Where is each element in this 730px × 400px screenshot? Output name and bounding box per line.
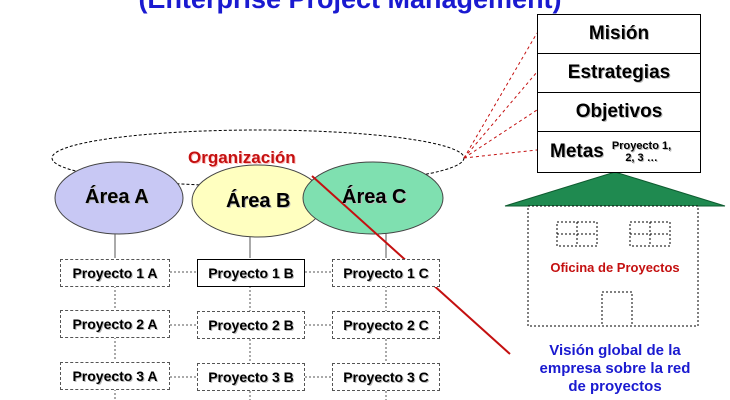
project-1a-label: Proyecto 1 A [72, 265, 158, 281]
area-b-label: Área B [226, 190, 291, 212]
area-c-label: Área C [342, 186, 407, 208]
diagram-title: (Enterprise Project Management) [110, 0, 590, 14]
project-1c-label: Proyecto 1 C [343, 265, 429, 281]
project-1a-box: Proyecto 1 A [60, 259, 170, 287]
project-2c-label: Proyecto 2 C [343, 317, 429, 333]
project-1b-label: Proyecto 1 B [208, 265, 294, 281]
metas-label: Metas [550, 141, 604, 162]
project-2b-label: Proyecto 2 B [208, 317, 294, 333]
vision-caption-line1: Visión global de la [549, 342, 681, 359]
project-3c-label: Proyecto 3 C [343, 369, 429, 385]
project-3a-label: Proyecto 3 A [72, 368, 158, 384]
project-1b-box: Proyecto 1 B [197, 259, 305, 287]
area-a-label: Área A [85, 186, 149, 208]
mision-label: Misión [588, 23, 650, 44]
organization-label: Organización [188, 148, 296, 167]
project-3a-box: Proyecto 3 A [60, 362, 170, 390]
metas-projects-line2: 2, 3 … [625, 152, 658, 164]
strategy-stack: Misión Estrategias Objetivos Metas Proye… [537, 14, 701, 173]
vision-caption-line3: de proyectos [568, 378, 662, 395]
metas-projects: Proyecto 1, 2, 3 … [612, 140, 671, 164]
project-1c-box: Proyecto 1 C [332, 259, 440, 287]
project-office-label: Oficina de Proyectos [550, 260, 680, 275]
area-a-ellipse [54, 161, 184, 235]
estrategias-label: Estrategias [567, 62, 671, 83]
mision-box: Misión [538, 15, 700, 54]
vision-caption-line2: empresa sobre la red [539, 360, 691, 377]
org-to-stack-rays [463, 32, 538, 159]
project-office-house [504, 171, 726, 327]
estrategias-box: Estrategias [538, 54, 700, 93]
column-connectors [114, 234, 387, 400]
objetivos-label: Objetivos [575, 101, 663, 122]
metas-projects-line1: Proyecto 1, [611, 140, 672, 152]
project-3b-label: Proyecto 3 B [208, 369, 294, 385]
vision-caption: Visión global de la empresa sobre la red… [510, 342, 720, 396]
project-2c-box: Proyecto 2 C [332, 311, 440, 339]
area-c-ellipse [302, 161, 444, 235]
project-2a-label: Proyecto 2 A [72, 316, 158, 332]
objetivos-box: Objetivos [538, 93, 700, 132]
metas-box: Metas Proyecto 1, 2, 3 … [538, 132, 700, 173]
project-2b-box: Proyecto 2 B [197, 311, 305, 339]
project-3c-box: Proyecto 3 C [332, 363, 440, 391]
project-2a-box: Proyecto 2 A [60, 310, 170, 338]
project-3b-box: Proyecto 3 B [197, 363, 305, 391]
